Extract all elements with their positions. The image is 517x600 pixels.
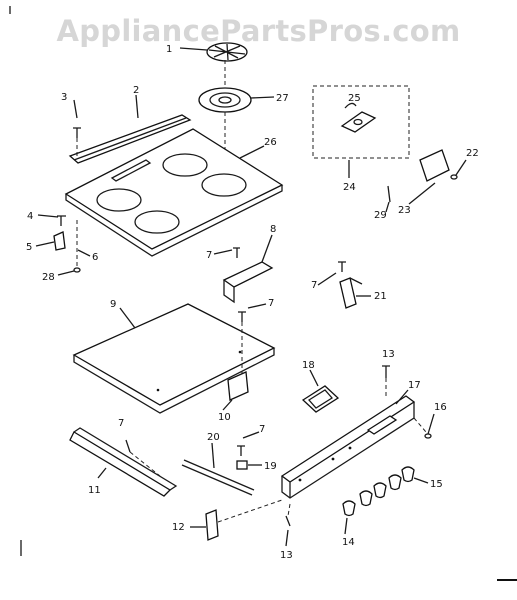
callout-c28: 28 — [42, 272, 55, 283]
callout-c17: 17 — [408, 380, 421, 391]
callout-c19: 19 — [264, 461, 277, 472]
part-7-screw-b — [317, 261, 346, 286]
callout-c22: 22 — [466, 148, 479, 159]
callout-c16: 16 — [434, 402, 447, 413]
part-6-screw — [76, 220, 91, 268]
part-19-clip — [236, 460, 262, 470]
callout-c10: 10 — [218, 412, 231, 423]
callout-c3: 3 — [61, 92, 67, 103]
callout-c5: 5 — [26, 242, 32, 253]
callout-c12: 12 — [172, 522, 185, 533]
part-21-bracket — [339, 277, 371, 309]
part-13-screw — [382, 365, 390, 396]
callout-c29: 29 — [374, 210, 387, 221]
part-17-control-panel — [280, 389, 416, 499]
callout-c20: 20 — [207, 432, 220, 443]
part-7-screw — [213, 247, 240, 258]
part-11-rail — [69, 427, 178, 497]
part-16-screw — [413, 413, 435, 439]
part-1-element-cap — [179, 42, 248, 62]
callout-c24: 24 — [343, 182, 356, 193]
part-7-screw-c — [238, 303, 267, 378]
callout-c21: 21 — [374, 291, 387, 302]
part-14-knobs — [342, 466, 429, 535]
part-13-screw-b — [285, 503, 291, 547]
callout-c4: 4 — [27, 211, 33, 222]
callout-c27: 27 — [276, 93, 289, 104]
part-8-bracket — [222, 234, 274, 304]
part-22-clip — [450, 159, 467, 180]
callout-c7c: 7 — [268, 298, 274, 309]
callout-c1: 1 — [166, 44, 172, 55]
part-5-bracket — [35, 231, 66, 251]
callout-c9: 9 — [110, 299, 116, 310]
callout-c6: 6 — [92, 252, 98, 263]
callout-c7e: 7 — [259, 424, 265, 435]
part-9-panel — [72, 303, 276, 414]
callout-c7a: 7 — [206, 250, 212, 261]
callout-c7b: 7 — [311, 280, 317, 291]
callout-c23: 23 — [398, 205, 411, 216]
part-12-bracket — [190, 499, 283, 541]
callout-c15: 15 — [430, 479, 443, 490]
part-4-screw — [37, 214, 66, 226]
part-23-panel — [408, 149, 450, 205]
part-3-screw — [73, 99, 81, 158]
callout-c13b: 13 — [280, 550, 293, 561]
part-28-clip — [57, 267, 81, 276]
callout-c13a: 13 — [382, 349, 395, 360]
callout-c11: 11 — [88, 485, 101, 496]
part-7-screw-e — [237, 431, 260, 456]
part-26-cooktop — [64, 128, 284, 257]
callout-c8: 8 — [270, 224, 276, 235]
callout-c14: 14 — [342, 537, 355, 548]
callout-c2: 2 — [133, 85, 139, 96]
part-2-trim-strip — [68, 94, 192, 164]
callout-c7d: 7 — [118, 418, 124, 429]
callout-c18: 18 — [302, 360, 315, 371]
part-27-drip-bowl — [198, 60, 275, 158]
part-18-nameplate — [301, 369, 340, 413]
callout-c26: 26 — [264, 137, 277, 148]
part-29-screw — [385, 185, 391, 213]
part-10-strip — [222, 371, 249, 411]
part-20-strip — [181, 442, 255, 496]
part-7-screw-d — [125, 439, 161, 477]
callout-c25: 25 — [348, 93, 361, 104]
watermark: AppliancePartsPros.com — [56, 14, 461, 48]
part-24-group-box — [312, 85, 410, 178]
